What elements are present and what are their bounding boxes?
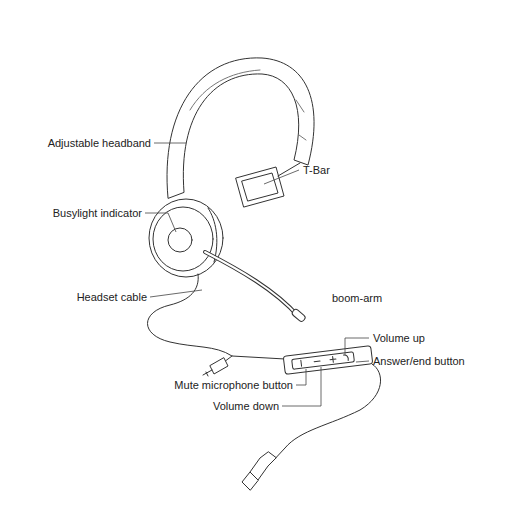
leader-line xyxy=(345,338,369,355)
jack-plug xyxy=(210,358,228,374)
t-bar-pad xyxy=(236,167,284,207)
leader-line xyxy=(145,213,176,232)
part-label: Headset cable xyxy=(77,291,147,304)
headset-cable xyxy=(148,274,286,359)
answer-symbol xyxy=(344,355,349,361)
leader-line xyxy=(264,170,299,184)
busylight xyxy=(168,228,192,252)
leader-line xyxy=(356,361,369,362)
boom-arm-inner xyxy=(205,252,298,316)
part-label: Volume down xyxy=(213,400,279,413)
usb-connector xyxy=(242,472,258,490)
part-label: boom-arm xyxy=(332,292,382,305)
part-label: T-Bar xyxy=(303,164,330,177)
part-label: Mute microphone button xyxy=(174,379,293,392)
part-label: Answer/end button xyxy=(373,355,465,368)
part-label: Adjustable headband xyxy=(48,137,151,150)
button-symbols xyxy=(301,356,336,366)
boom-arm xyxy=(205,252,298,316)
controller-body xyxy=(283,346,373,375)
jack-pin xyxy=(203,370,212,376)
headband-detail xyxy=(296,100,306,140)
leader-line xyxy=(150,290,202,297)
headband-detail xyxy=(190,70,260,110)
part-label: Busylight indicator xyxy=(53,207,142,220)
part-label: Volume up xyxy=(373,332,425,345)
microphone-tip xyxy=(291,308,306,322)
earcup xyxy=(149,199,223,277)
t-bar-pad-inner xyxy=(242,173,278,201)
leader-line xyxy=(296,369,306,385)
inline-controller xyxy=(283,346,373,375)
earcup-ring xyxy=(153,207,213,271)
leader-line xyxy=(154,143,186,144)
